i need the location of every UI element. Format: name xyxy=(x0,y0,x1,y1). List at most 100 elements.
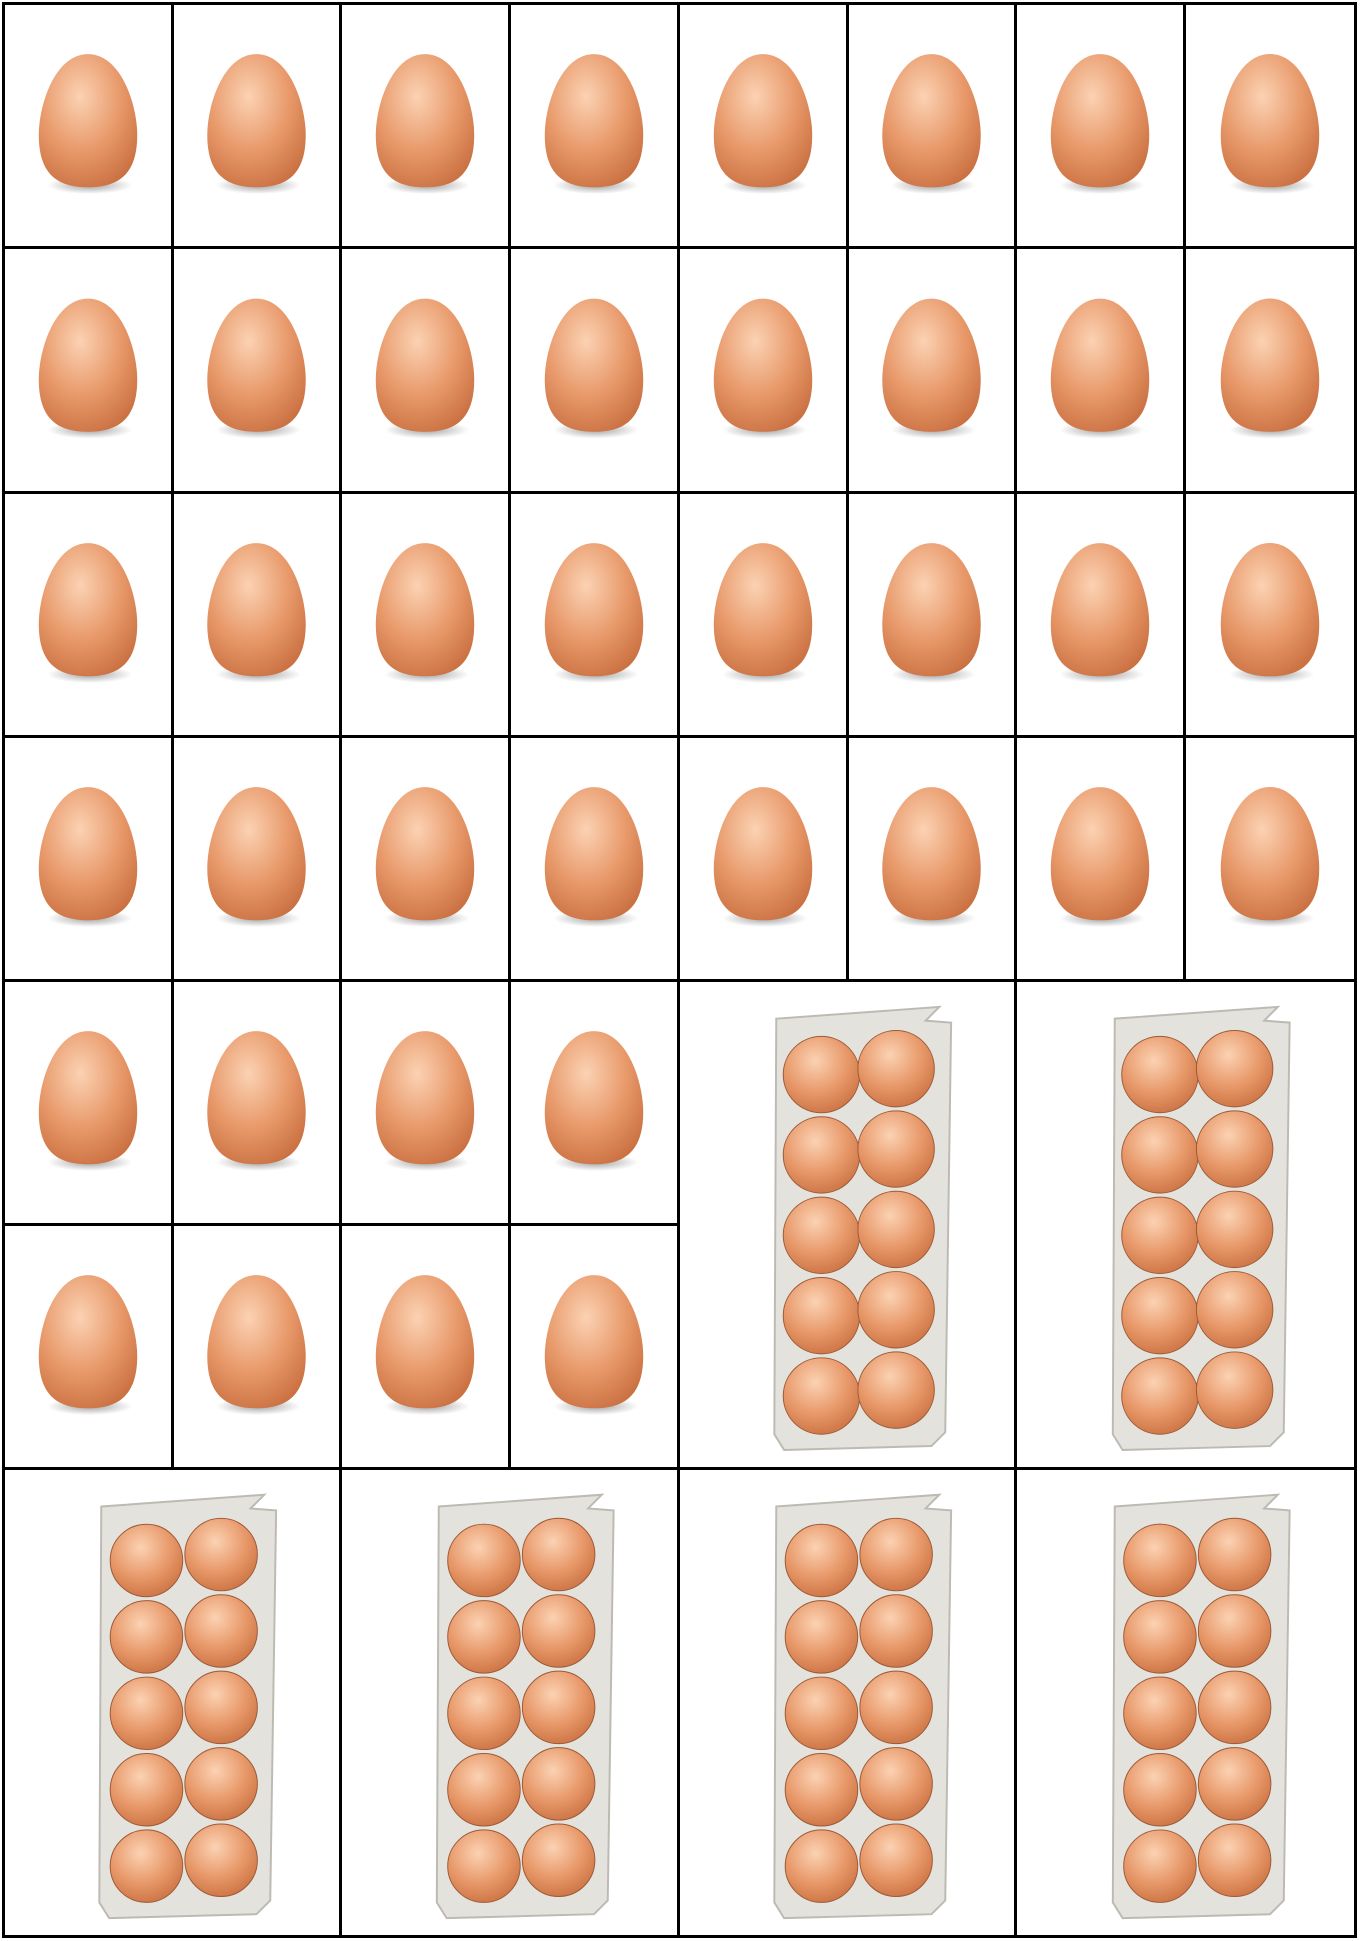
egg-icon xyxy=(5,494,171,735)
carton-egg xyxy=(448,1753,521,1826)
single-egg-cell xyxy=(508,979,680,1226)
egg-icon xyxy=(511,494,677,735)
carton-egg xyxy=(185,1671,257,1743)
single-egg-cell xyxy=(1183,246,1357,494)
single-egg-cell xyxy=(171,2,342,249)
egg-icon xyxy=(680,5,846,246)
egg-icon xyxy=(849,5,1014,246)
carton-egg xyxy=(1196,1030,1272,1106)
single-egg-cell xyxy=(2,979,174,1226)
egg-icon xyxy=(5,738,171,979)
egg-icon xyxy=(1186,738,1354,979)
carton-egg xyxy=(1122,1277,1198,1353)
egg-icon xyxy=(1017,249,1183,491)
single-egg-cell xyxy=(1014,246,1186,494)
egg-icon xyxy=(174,494,339,735)
single-egg-cell xyxy=(846,2,1017,249)
egg-icon xyxy=(511,1226,677,1467)
carton-egg xyxy=(1122,1358,1198,1434)
single-egg-cell xyxy=(508,246,680,494)
single-egg-cell xyxy=(1014,735,1186,982)
single-egg-cell xyxy=(339,979,511,1226)
egg-icon xyxy=(849,494,1014,735)
carton-egg xyxy=(1122,1197,1198,1273)
carton-egg xyxy=(522,1595,595,1668)
carton-egg xyxy=(860,1671,932,1743)
carton-egg xyxy=(1198,1518,1271,1591)
carton-egg xyxy=(858,1272,934,1348)
egg-carton-cell xyxy=(1014,979,1357,1470)
carton-egg xyxy=(522,1824,595,1897)
single-egg-cell xyxy=(677,246,849,494)
egg-icon xyxy=(849,249,1014,491)
single-egg-cell xyxy=(2,1223,174,1470)
egg-icon xyxy=(5,5,171,246)
carton-egg xyxy=(1196,1191,1272,1267)
egg-icon xyxy=(1017,494,1183,735)
egg-icon xyxy=(342,494,508,735)
egg-icon xyxy=(5,982,171,1223)
egg-icon xyxy=(174,5,339,246)
carton-egg xyxy=(448,1601,521,1674)
carton-egg xyxy=(1124,1601,1197,1674)
single-egg-cell xyxy=(508,491,680,738)
egg-icon xyxy=(1017,738,1183,979)
carton-egg xyxy=(110,1601,182,1673)
egg-icon xyxy=(511,738,677,979)
egg-icon xyxy=(511,5,677,246)
egg-carton-icon xyxy=(5,1470,339,1935)
carton-egg xyxy=(110,1830,182,1902)
carton-egg xyxy=(858,1352,934,1428)
carton-egg xyxy=(522,1518,595,1591)
single-egg-cell xyxy=(339,246,511,494)
carton-egg xyxy=(785,1524,857,1596)
egg-carton-cell xyxy=(339,1467,680,1938)
carton-egg xyxy=(1198,1671,1271,1744)
single-egg-cell xyxy=(2,491,174,738)
carton-egg xyxy=(785,1677,857,1749)
carton-egg xyxy=(185,1824,257,1896)
carton-egg xyxy=(1196,1111,1272,1187)
egg-icon xyxy=(342,249,508,491)
single-egg-cell xyxy=(339,2,511,249)
egg-icon xyxy=(342,1226,508,1467)
carton-egg xyxy=(858,1030,934,1106)
single-egg-cell xyxy=(171,246,342,494)
single-egg-cell xyxy=(508,1223,680,1470)
carton-egg xyxy=(783,1197,859,1273)
carton-egg xyxy=(1124,1677,1197,1750)
carton-egg xyxy=(860,1824,932,1896)
carton-egg xyxy=(860,1595,932,1667)
egg-carton-icon xyxy=(1017,982,1354,1467)
egg-icon xyxy=(342,738,508,979)
egg-carton-icon xyxy=(680,1470,1014,1935)
carton-egg xyxy=(1198,1748,1271,1821)
egg-carton-cell xyxy=(2,1467,342,1938)
carton-egg xyxy=(1124,1753,1197,1826)
egg-icon xyxy=(849,738,1014,979)
egg-icon xyxy=(5,249,171,491)
carton-egg xyxy=(185,1518,257,1590)
egg-carton-cell xyxy=(677,979,1017,1470)
egg-icon xyxy=(680,738,846,979)
single-egg-cell xyxy=(508,2,680,249)
egg-carton-icon xyxy=(1017,1470,1354,1935)
carton-egg xyxy=(1122,1117,1198,1193)
egg-icon xyxy=(174,738,339,979)
single-egg-cell xyxy=(1014,2,1186,249)
carton-egg xyxy=(858,1191,934,1267)
carton-egg xyxy=(785,1601,857,1673)
carton-egg xyxy=(783,1277,859,1353)
single-egg-cell xyxy=(171,979,342,1226)
carton-egg xyxy=(785,1753,857,1825)
single-egg-cell xyxy=(171,735,342,982)
carton-egg xyxy=(522,1671,595,1744)
egg-icon xyxy=(1186,494,1354,735)
single-egg-cell xyxy=(508,735,680,982)
single-egg-cell xyxy=(2,2,174,249)
carton-egg xyxy=(448,1524,521,1597)
carton-egg xyxy=(783,1117,859,1193)
egg-icon xyxy=(342,982,508,1223)
carton-egg xyxy=(1198,1824,1271,1897)
carton-egg xyxy=(783,1036,859,1112)
